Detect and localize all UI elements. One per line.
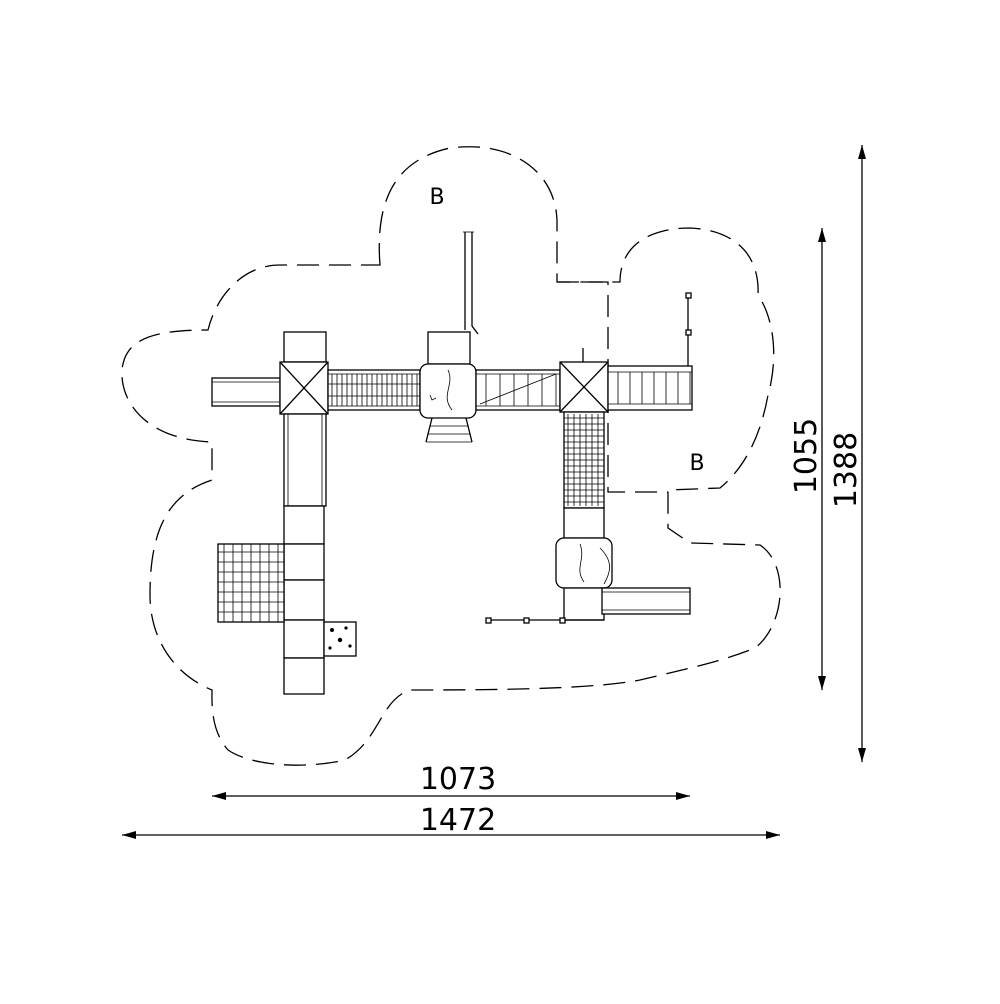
left-tower-column [279, 331, 329, 695]
dimension-height-inner: 1055 [789, 228, 826, 690]
left-slide [211, 377, 281, 407]
dimension-width-inner: 1073 [212, 762, 690, 800]
right-tower [559, 348, 609, 509]
dimension-width-inner-label: 1073 [420, 762, 496, 797]
lower-rail [485, 617, 604, 624]
dimension-width-outer: 1472 [122, 803, 780, 839]
right-top-slide [607, 292, 693, 411]
center-handrail [463, 231, 479, 335]
center-right-bridge [475, 369, 561, 411]
climbing-wall-panel [323, 621, 357, 657]
right-lower-tower [555, 507, 613, 621]
dimension-width-outer-label: 1472 [420, 803, 496, 838]
zone-label-right: B [689, 451, 704, 476]
safety-zone-outline [121, 146, 781, 766]
top-left-bridge [327, 369, 421, 411]
dimension-height-outer: 1388 [829, 145, 866, 762]
left-climbing-net [217, 543, 285, 623]
center-tower [419, 331, 477, 443]
dimension-height-inner-label: 1055 [789, 418, 824, 494]
right-lower-slide [601, 587, 691, 615]
zone-label-top: B [429, 185, 444, 210]
dimension-height-outer-label: 1388 [829, 432, 864, 508]
